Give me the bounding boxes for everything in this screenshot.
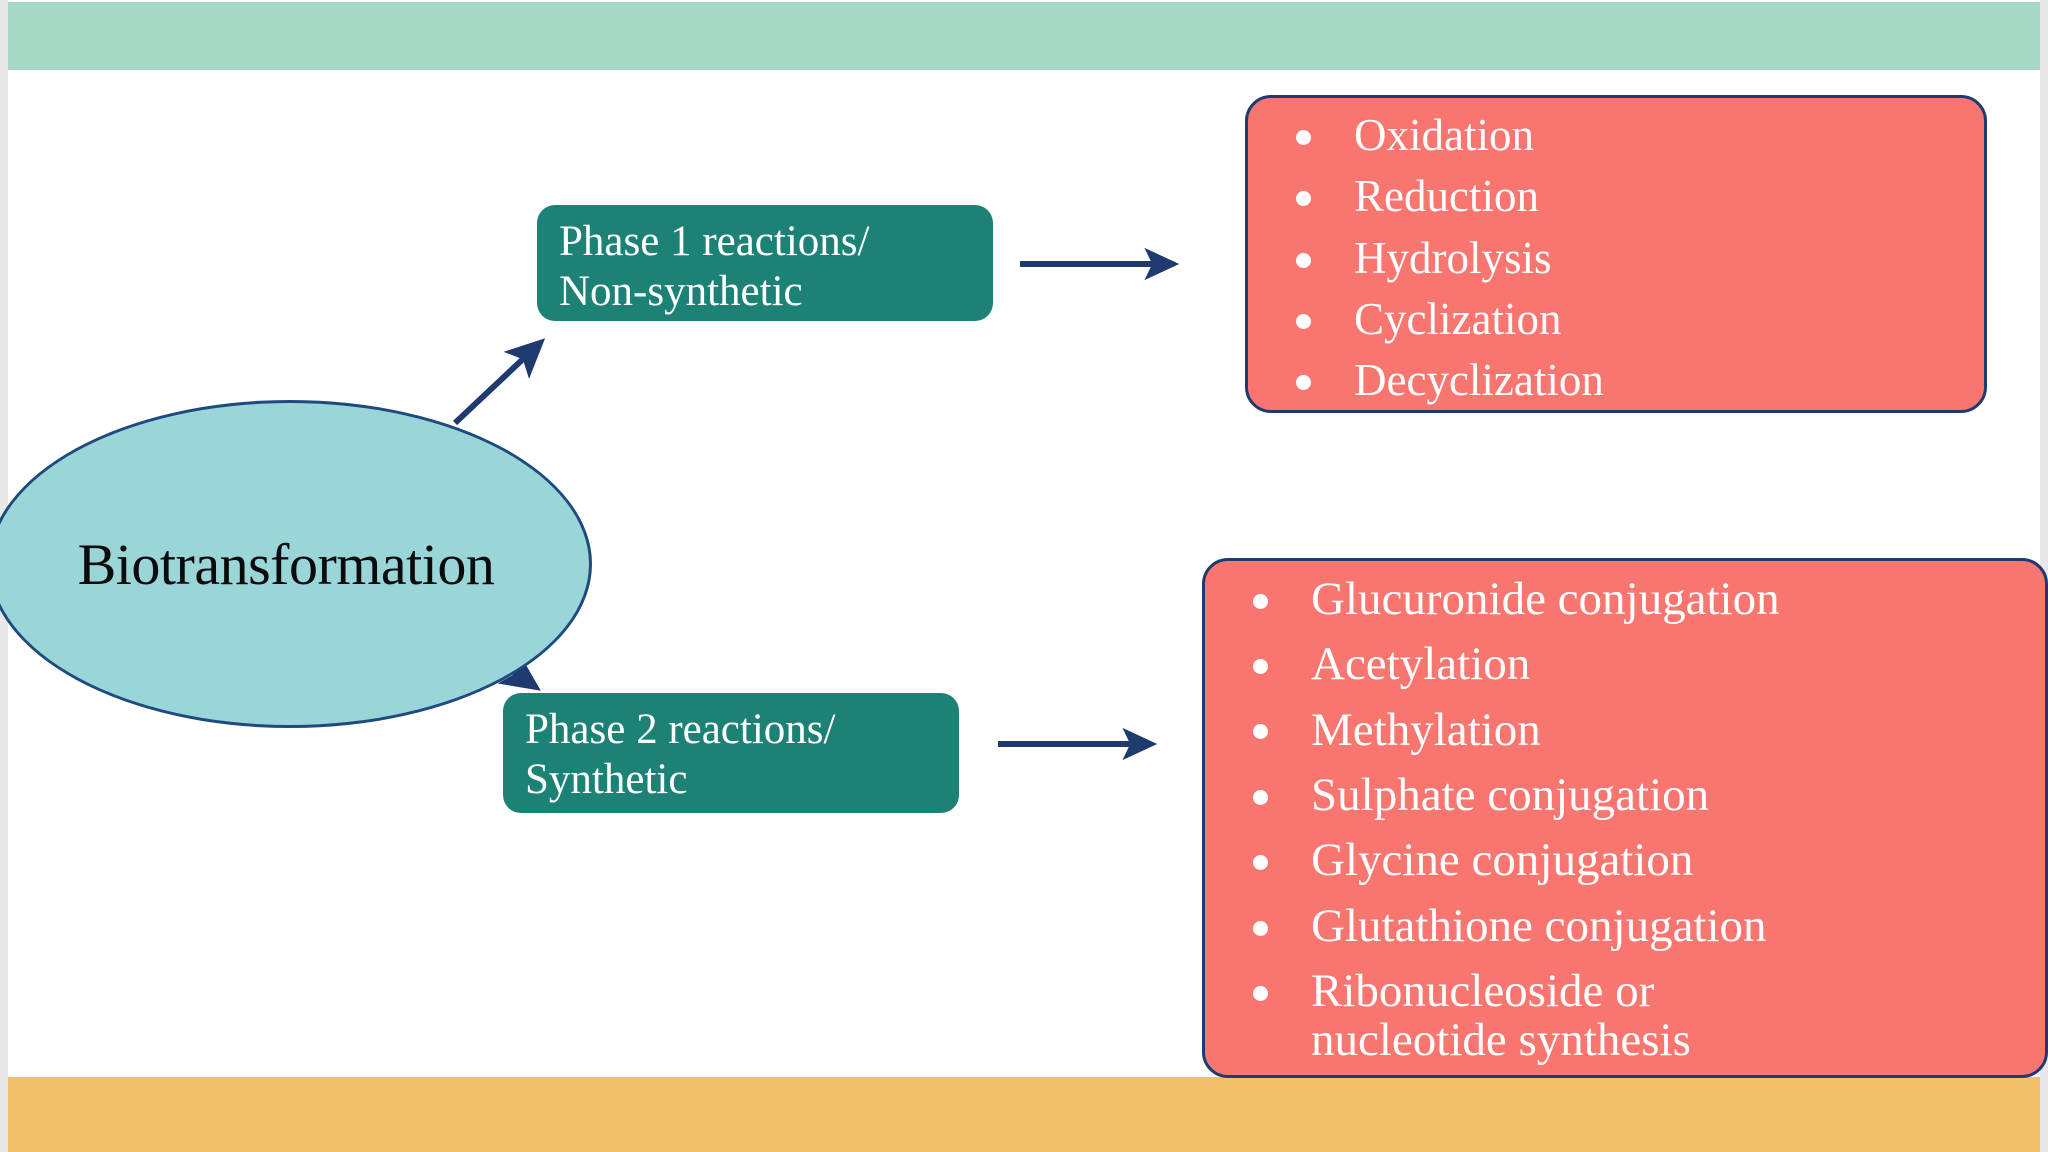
list-item-label: Reduction bbox=[1354, 171, 1539, 222]
bullet-icon bbox=[1296, 252, 1311, 268]
bullet-icon bbox=[1296, 130, 1311, 145]
bullet-icon bbox=[1296, 375, 1311, 390]
phase2-node[interactable]: Phase 2 reactions/ Synthetic bbox=[503, 693, 959, 813]
list-item-label: Glutathione conjugation bbox=[1311, 899, 1767, 952]
list-item: Glutathione conjugation bbox=[1229, 899, 2025, 952]
phase1-line-1: Phase 1 reactions/ bbox=[559, 218, 870, 265]
list-item: Hydrolysis bbox=[1272, 232, 1964, 283]
bullet-icon bbox=[1296, 191, 1311, 207]
bullet-icon bbox=[1253, 985, 1268, 1001]
list-item: Decyclization bbox=[1272, 355, 1964, 405]
list-item: Methylation bbox=[1229, 703, 2025, 756]
list-item-label-line-2: nucleotide synthesis bbox=[1311, 1014, 1691, 1067]
list-item: Reduction bbox=[1272, 173, 1964, 220]
biotransformation-ellipse[interactable]: Biotransformation bbox=[0, 400, 592, 728]
list-item-label: Acetylation bbox=[1311, 638, 1531, 691]
phase2-line-2: Synthetic bbox=[525, 756, 688, 804]
list-item-label-line-1: Ribonucleoside or bbox=[1311, 965, 1655, 1018]
list-item-label: Methylation bbox=[1311, 703, 1541, 756]
list-item: Glycine conjugation bbox=[1229, 836, 2025, 885]
arrow-ellipse-to-phase1 bbox=[452, 338, 546, 426]
bullet-icon bbox=[1253, 659, 1268, 675]
list-item-label: Cyclization bbox=[1354, 293, 1562, 344]
bullet-icon bbox=[1253, 789, 1268, 805]
bullet-icon bbox=[1253, 855, 1268, 871]
list-item: Sulphate conjugation bbox=[1229, 769, 2025, 822]
list-item: Glucuronide conjugation bbox=[1229, 573, 2025, 625]
list-item-label: Decyclization bbox=[1354, 355, 1604, 405]
phase1-line-2: Non-synthetic bbox=[559, 268, 803, 316]
list-item: Ribonucleoside or nucleotide synthesis bbox=[1229, 965, 2025, 1067]
list-item-label: Glucuronide conjugation bbox=[1311, 573, 1780, 625]
bullet-icon bbox=[1253, 593, 1268, 609]
list-item-label: Sulphate conjugation bbox=[1311, 769, 1710, 822]
phase1-reaction-list-box: Oxidation Reduction Hydrolysis Cyclizati… bbox=[1245, 95, 1987, 413]
list-item-label: Glycine conjugation bbox=[1311, 834, 1694, 887]
bottom-accent-bar bbox=[0, 1077, 2048, 1152]
list-item: Cyclization bbox=[1272, 293, 1964, 344]
list-item-label: Hydrolysis bbox=[1354, 232, 1552, 283]
phase2-line-1: Phase 2 reactions/ bbox=[525, 706, 836, 753]
list-item: Oxidation bbox=[1272, 110, 1964, 160]
phase1-reaction-list: Oxidation Reduction Hydrolysis Cyclizati… bbox=[1272, 110, 1964, 405]
biotransformation-label: Biotransformation bbox=[77, 531, 495, 597]
list-item: Acetylation bbox=[1229, 640, 2025, 689]
bullet-icon bbox=[1253, 920, 1268, 936]
phase1-node[interactable]: Phase 1 reactions/ Non-synthetic bbox=[537, 205, 993, 321]
bullet-icon bbox=[1296, 313, 1311, 329]
bullet-icon bbox=[1253, 724, 1268, 740]
list-item-label: Oxidation bbox=[1354, 110, 1534, 160]
top-accent-bar bbox=[0, 2, 2048, 70]
phase2-reaction-list-box: Glucuronide conjugation Acetylation Meth… bbox=[1202, 558, 2048, 1078]
phase2-reaction-list: Glucuronide conjugation Acetylation Meth… bbox=[1229, 573, 2025, 1067]
